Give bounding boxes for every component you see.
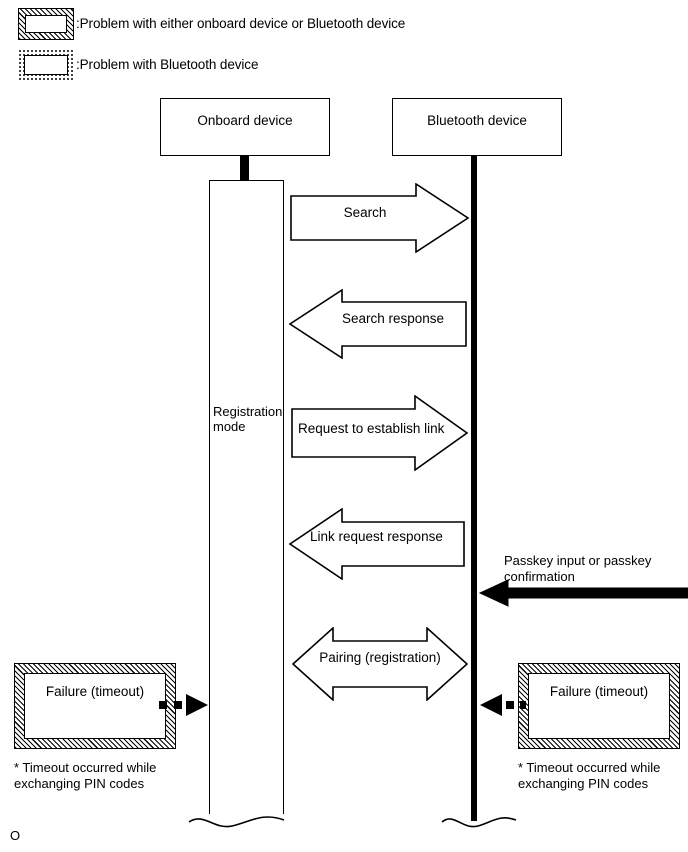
legend-swatch-hatched (18, 8, 74, 40)
failure-box-bluetooth-inner (528, 673, 670, 739)
actor-box-bluetooth: Bluetooth device (392, 98, 562, 156)
message-label-request-link: Request to establish link (298, 421, 445, 436)
message-arrow-pairing (291, 627, 469, 701)
failure-connector-onboard-arrow (159, 694, 208, 716)
message-label-search-response: Search response (341, 311, 445, 326)
bluetooth-lifeline (471, 156, 477, 821)
failure-box-onboard (14, 663, 176, 749)
message-label-link-response: Link request response (310, 529, 443, 544)
failure-connector-bluetooth-arrow (480, 694, 526, 716)
failure-note-onboard: * Timeout occurred while exchanging PIN … (14, 760, 157, 791)
message-arrow-request-link (291, 395, 469, 471)
passkey-input-arrow (478, 579, 688, 607)
message-label-pairing: Pairing (registration) (319, 650, 441, 665)
message-arrow-search (290, 183, 470, 253)
legend-label-dotted: :Problem with Bluetooth device (76, 57, 259, 72)
corner-mark: O (10, 828, 21, 843)
message-arrow-link-response (288, 508, 466, 580)
onboard-stem (240, 156, 249, 181)
message-label-search: Search (343, 205, 387, 220)
legend-label-hatched: :Problem with either onboard device or B… (76, 16, 406, 31)
passkey-input-label: Passkey input or passkey confirmation (504, 553, 652, 584)
registration-mode-bar (209, 180, 284, 814)
failure-label-bluetooth: Failure (timeout) (549, 684, 649, 699)
bluetooth-lifeline-break-icon (441, 817, 517, 828)
actor-label-onboard: Onboard device (197, 113, 293, 128)
actor-label-bluetooth: Bluetooth device (427, 113, 527, 128)
legend-swatch-dotted (18, 49, 74, 81)
onboard-lifeline-break-icon (188, 816, 285, 828)
failure-note-bluetooth: * Timeout occurred while exchanging PIN … (518, 760, 661, 791)
failure-box-onboard-inner (24, 673, 166, 739)
failure-box-bluetooth (518, 663, 680, 749)
registration-mode-label: Registration mode (213, 404, 283, 434)
actor-box-onboard: Onboard device (160, 98, 330, 156)
message-arrow-search-response (288, 289, 468, 359)
legend-swatch-dotted-inner (24, 55, 68, 75)
legend-swatch-hatched-inner (25, 15, 67, 33)
failure-label-onboard: Failure (timeout) (45, 684, 145, 699)
